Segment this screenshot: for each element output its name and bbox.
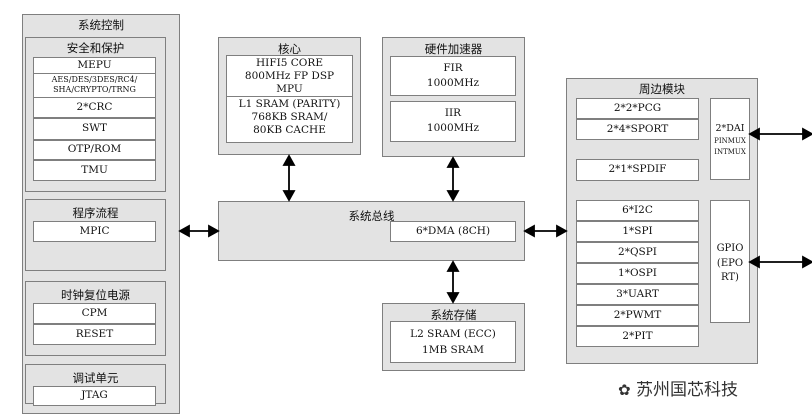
hw-accel-title: 硬件加速器 (424, 42, 483, 56)
core-line-6: 80KB CACHE (253, 124, 326, 136)
core-line-4: L1 SRAM (PARITY) (238, 98, 341, 110)
cpm-label: CPM (81, 307, 108, 319)
pit-block (576, 326, 699, 347)
spi-label: 1*SPI (622, 225, 653, 237)
dai-line-3: INTMUX (714, 148, 746, 156)
otp-rom-label: OTP/ROM (67, 143, 122, 155)
core-line-1: HIFI5 CORE (256, 57, 323, 69)
dai-line-1: 2*DAI (715, 123, 745, 134)
pwmt-label: 2*PWMT (613, 309, 662, 321)
iir-block (390, 101, 516, 142)
gpio-line-1: GPIO (716, 243, 744, 254)
swt-block (33, 118, 156, 140)
crc-block (33, 97, 156, 118)
otp-rom-block (33, 140, 156, 160)
system-control-title: 系统控制 (78, 18, 124, 32)
uart-block (576, 284, 699, 305)
i2c-block (576, 200, 699, 221)
system-storage-title: 系统存储 (430, 308, 477, 322)
spdif-label: 2*1*SPDIF (608, 163, 667, 175)
crypto-label-line1: AES/DES/3DES/RC4/ (51, 75, 138, 84)
arrow-gpio-external (748, 255, 812, 269)
watermark: ✿ 苏州国芯科技 (618, 381, 812, 400)
l2-sram-block (390, 321, 516, 363)
dma-block (390, 221, 516, 242)
core-cpu-block (226, 55, 353, 143)
jtag-label: JTAG (81, 389, 108, 401)
system-bus-title: 系统总线 (348, 209, 395, 223)
crc-label: 2*CRC (76, 101, 113, 113)
uart-label: 3*UART (616, 288, 659, 300)
block-diagram: 系统控制 安全和保护 MEPU AES/DES/3DES/RC4/ SHA/CR… (22, 14, 812, 414)
arrow-syscontrol-bus (178, 224, 220, 238)
iir-line-1: IIR (444, 107, 462, 119)
sport-block (576, 119, 699, 140)
l2-sram-line-1: L2 SRAM (ECC) (410, 328, 496, 340)
mpic-block (33, 221, 156, 242)
wechat-icon: ✿ (618, 381, 631, 399)
crypto-label-line2: SHA/CRYPTO/TRNG (53, 85, 136, 94)
peripherals-title: 周边模块 (639, 82, 685, 96)
ospi-label: 1*OSPI (618, 267, 657, 279)
core-divider (226, 96, 353, 97)
gpio-line-3: RT) (721, 272, 739, 283)
pcg-block (576, 98, 699, 119)
dma-label: 6*DMA (8CH) (415, 225, 491, 237)
qspi-label: 2*QSPI (618, 246, 657, 258)
core-line-5: 768KB SRAM/ (251, 111, 328, 123)
cpm-block (33, 303, 156, 324)
tmu-label: TMU (81, 164, 108, 176)
mepu-label: MEPU (77, 59, 112, 71)
core-line-2: 800MHz FP DSP (244, 70, 335, 82)
gpio-line-2: (EPO (716, 258, 744, 269)
ospi-block (576, 263, 699, 284)
reset-label: RESET (75, 328, 114, 340)
clock-reset-title: 时钟复位电源 (61, 288, 130, 302)
spi-block (576, 221, 699, 242)
fir-line-2: 1000MHz (426, 77, 480, 89)
watermark-text: 苏州国芯科技 (635, 381, 738, 400)
dai-line-2: PINMUX (714, 137, 746, 145)
arrow-core-bus (282, 154, 296, 202)
pcg-label: 2*2*PCG (613, 102, 662, 114)
iir-line-2: 1000MHz (426, 122, 480, 134)
program-flow-title: 程序流程 (72, 206, 119, 220)
core-title: 核心 (278, 42, 301, 56)
sport-label: 2*4*SPORT (606, 123, 669, 135)
l2-sram-line-2: 1MB SRAM (422, 344, 484, 356)
spdif-block (576, 159, 699, 181)
mepu-divider (33, 73, 156, 74)
tmu-block (33, 160, 156, 181)
arrow-bus-storage (446, 260, 460, 304)
arrow-accel-bus (446, 156, 460, 202)
debug-title: 调试单元 (72, 371, 119, 385)
arrow-bus-peripherals (523, 224, 568, 238)
core-line-3: MPU (276, 83, 303, 95)
security-title: 安全和保护 (66, 41, 125, 55)
swt-label: SWT (82, 122, 107, 134)
pwmt-block (576, 305, 699, 326)
mpic-label: MPIC (79, 225, 110, 237)
reset-block (33, 324, 156, 345)
fir-block (390, 56, 516, 96)
i2c-label: 6*I2C (622, 204, 653, 216)
qspi-block (576, 242, 699, 263)
pit-label: 2*PIT (622, 330, 653, 342)
dai-block (710, 98, 750, 180)
fir-line-1: FIR (443, 62, 463, 74)
connection-arrows (178, 127, 812, 304)
arrow-dai-external (748, 127, 812, 141)
